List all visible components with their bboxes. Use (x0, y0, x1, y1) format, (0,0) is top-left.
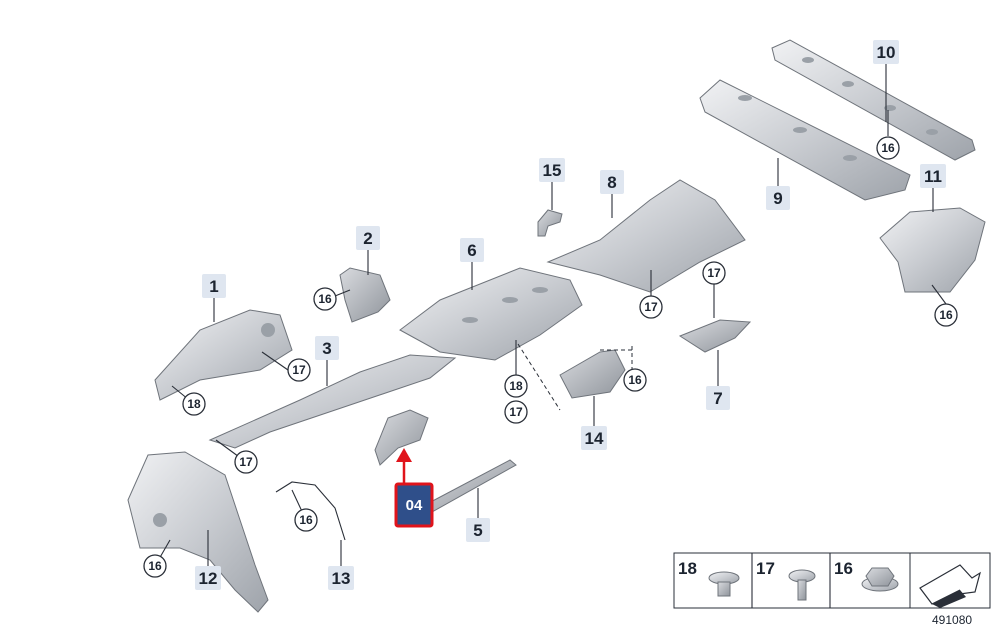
label-5: 5 (473, 521, 482, 540)
callout-17: 17 (292, 363, 306, 377)
callout-16: 16 (881, 141, 895, 155)
callout-17: 17 (707, 266, 721, 280)
highlight-arrow (396, 448, 412, 484)
label-11: 11 (924, 167, 942, 186)
part-3-heat-shield (208, 354, 457, 449)
callout-16: 16 (939, 308, 953, 322)
fastener-legend: 18 17 16 (673, 552, 991, 609)
callout-16: 16 (148, 559, 162, 573)
label-1: 1 (209, 277, 218, 296)
part-2-bracket (339, 267, 391, 323)
legend-num-17: 17 (756, 559, 775, 578)
reference-number: 491080 (932, 613, 972, 627)
part-11-heat-shield (879, 207, 986, 293)
part-6-heat-shield (399, 267, 583, 361)
label-15: 15 (543, 161, 562, 180)
part-9-heat-shield (699, 79, 911, 201)
callout-17: 17 (509, 405, 523, 419)
part-labels: 10 9 11 8 15 6 2 1 3 5 7 14 12 13 (195, 40, 946, 590)
label-6: 6 (467, 241, 476, 260)
part-5-strip (424, 459, 517, 513)
leader-lines (154, 64, 947, 567)
label-10: 10 (877, 43, 896, 62)
legend-num-16: 16 (834, 559, 853, 578)
hex-nut-icon (861, 567, 899, 592)
part-1-heat-shield (154, 309, 293, 401)
label-8: 8 (607, 173, 616, 192)
part-04-bracket (374, 409, 429, 466)
callout-18: 18 (187, 397, 201, 411)
callout-16: 16 (299, 513, 313, 527)
callout-16: 16 (318, 292, 332, 306)
clip-nut-icon (708, 571, 740, 597)
part-15-bracket (537, 209, 563, 237)
label-12: 12 (199, 569, 218, 588)
label-7: 7 (713, 389, 722, 408)
callout-17: 17 (644, 300, 658, 314)
part-10-heat-shield (771, 39, 976, 161)
part-7-bracket (678, 319, 752, 353)
part-14-bracket (559, 349, 626, 399)
circled-callouts: 16 16 17 17 16 18 17 16 17 18 17 16 16 (143, 136, 958, 578)
part-8-tunnel-shield (546, 179, 746, 293)
part-12-wheel-arch-shield (127, 451, 269, 613)
label-14: 14 (585, 429, 604, 448)
highlight-part-04[interactable]: 04 (394, 482, 434, 528)
assembly-arrow-icon (919, 564, 981, 608)
legend-num-18: 18 (678, 559, 697, 578)
label-2: 2 (363, 229, 372, 248)
label-13: 13 (332, 569, 351, 588)
callout-18: 18 (509, 379, 523, 393)
callout-17: 17 (239, 455, 253, 469)
label-9: 9 (773, 189, 782, 208)
part-13-cable (275, 481, 346, 541)
highlight-label: 04 (406, 497, 423, 514)
callout-16: 16 (628, 373, 642, 387)
label-3: 3 (322, 339, 331, 358)
push-rivet-icon (788, 569, 816, 601)
